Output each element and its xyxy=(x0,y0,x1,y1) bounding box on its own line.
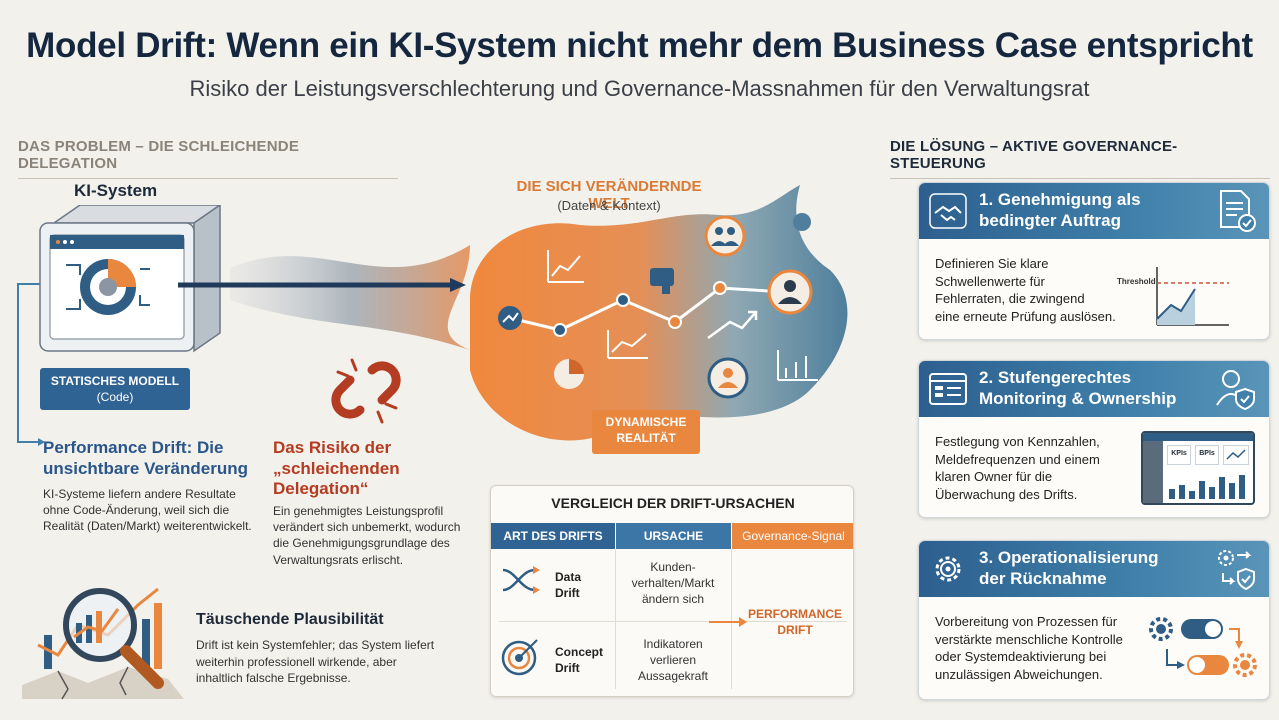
solution-card-monitoring: 2. Stufengerechtes Monitoring & Ownershi… xyxy=(918,360,1270,518)
dynamic-reality-badge: DYNAMISCHE REALITÄT xyxy=(592,410,700,454)
people-icon xyxy=(704,215,746,257)
performance-drift-signal: PERFORMANCE DRIFT xyxy=(747,607,842,638)
world-subtitle: (Daten & Kontext) xyxy=(557,198,661,213)
bar-chart-icon xyxy=(547,250,584,283)
static-model-line2: (Code) xyxy=(96,389,134,404)
trend-arrow-icon xyxy=(707,310,758,340)
threshold-label: Threshold xyxy=(1117,277,1156,286)
gear-icon xyxy=(935,556,961,582)
column-divider xyxy=(731,549,732,689)
header-cause: URSACHE xyxy=(615,523,731,549)
performance-drift-title: Performance Drift: Die unsichtbare Verän… xyxy=(43,438,248,479)
card-title-line1: 1. Genehmigung als xyxy=(979,190,1141,209)
dashboard-topbar xyxy=(1143,433,1253,441)
dashboard-icon xyxy=(929,373,967,405)
dashboard-sidebar xyxy=(1143,441,1163,503)
threshold-chart xyxy=(1156,267,1229,326)
risk-text: Ein genehmigtes Leistungsprofil veränder… xyxy=(273,504,461,567)
ki-system-label: KI-System xyxy=(74,181,158,200)
thumbs-down-icon xyxy=(650,268,674,294)
problem-section-title: DAS PROBLEM – DIE SCHLEICHENDE DELEGATIO… xyxy=(18,138,398,179)
world-node xyxy=(553,323,567,337)
card-title-line2: bedingter Auftrag xyxy=(979,210,1121,230)
header-governance-signal: Governance-Signal xyxy=(731,523,853,549)
bar-chart-icon xyxy=(1169,475,1245,499)
user-icon xyxy=(767,269,813,315)
solution-card-approval: 1. Genehmigung als bedingter Auftrag Def… xyxy=(918,182,1270,340)
toggle-process-icon xyxy=(1149,617,1257,677)
static-model-badge: STATISCHES MODELL (Code) xyxy=(40,368,190,410)
performance-drift-text: KI-Systeme liefern andere Resultate ohne… xyxy=(43,487,252,534)
world-dot xyxy=(793,213,811,231)
header-drift-type: ART DES DRIFTS xyxy=(491,523,615,549)
risk-title: Das Risiko der „schleichenden Delegation… xyxy=(273,438,400,499)
card-text: Festlegung von Kennzahlen, Meldefrequenz… xyxy=(935,434,1100,502)
comparison-table: VERGLEICH DER DRIFT-URSACHEN ART DES DRI… xyxy=(490,485,854,697)
card-title-line2: Monitoring & Ownership xyxy=(979,388,1177,408)
user-icon xyxy=(707,357,749,399)
trend-up-icon xyxy=(498,306,522,330)
card-text: Definieren Sie klare Schwellenwerte für … xyxy=(935,256,1116,324)
data-drift-label: Data Drift xyxy=(555,570,582,601)
bar-chart-icon xyxy=(607,330,648,359)
world-node xyxy=(713,281,727,295)
data-drift-cause: Kunden- verhalten/Markt ändern sich xyxy=(631,560,715,607)
trend-tile xyxy=(1223,445,1249,465)
data-stream xyxy=(230,245,470,350)
pie-chart-icon xyxy=(554,359,584,389)
concept-drift-cause: Indikatoren verlieren Aussagekraft xyxy=(637,637,709,684)
plausibility-title: Täuschende Plausibilität xyxy=(196,611,384,628)
column-divider xyxy=(615,549,616,689)
broken-chain-icon xyxy=(331,358,401,424)
card-header: 2. Stufengerechtes Monitoring & Ownershi… xyxy=(919,361,1269,417)
plausibility-text: Drift ist kein Systemfehler; das System … xyxy=(196,638,435,686)
page-subtitle: Risiko der Leistungsverschlechterung und… xyxy=(189,76,1090,101)
target-icon xyxy=(501,639,538,676)
world-title: DIE SICH VERÄNDERNDE WELT xyxy=(516,178,702,212)
card-title-line1: 3. Operationalisierung xyxy=(979,548,1159,567)
static-model-line1: STATISCHES MODELL xyxy=(50,374,180,388)
gear-shield-icon xyxy=(1218,550,1255,591)
card-title-line1: 2. Stufengerechtes xyxy=(979,368,1132,387)
drift-arrow xyxy=(178,278,466,292)
concept-drift-label: Concept Drift xyxy=(555,645,603,676)
card-text: Vorbereitung von Prozessen für verstärkt… xyxy=(935,614,1123,682)
row-divider xyxy=(499,621,847,622)
dynamic-reality-line2: REALITÄT xyxy=(616,430,676,445)
bpi-tile: BPIs xyxy=(1195,445,1219,465)
gear-icon xyxy=(1149,617,1173,641)
world-node xyxy=(668,315,682,329)
user-shield-icon xyxy=(1216,370,1255,411)
page-title: Model Drift: Wenn ein KI-System nicht me… xyxy=(26,26,1253,65)
card-header: 1. Genehmigung als bedingter Auftrag xyxy=(919,183,1269,239)
comparison-title: VERGLEICH DER DRIFT-URSACHEN xyxy=(551,495,795,511)
shuffle-icon xyxy=(502,566,540,594)
ki-system-icon xyxy=(39,205,222,353)
world-trend-line xyxy=(509,286,786,332)
magnifier-icon xyxy=(22,587,184,700)
mini-dashboard: KPIs BPIs xyxy=(1141,431,1255,505)
handshake-icon xyxy=(929,193,967,229)
solution-card-rollback: 3. Operationalisierung der Rücknahme Vor… xyxy=(918,540,1270,700)
gear-icon xyxy=(1233,653,1257,677)
arrow-icon xyxy=(709,617,747,627)
document-check-icon xyxy=(1220,190,1256,232)
connector-line xyxy=(17,283,45,446)
bar-chart-icon xyxy=(777,350,818,381)
card-header: 3. Operationalisierung der Rücknahme xyxy=(919,541,1269,597)
card-title-line2: der Rücknahme xyxy=(979,568,1107,588)
world-node xyxy=(616,293,630,307)
kpi-tile: KPIs xyxy=(1167,445,1191,465)
dynamic-reality-line1: DYNAMISCHE xyxy=(605,415,687,429)
solution-section-title: DIE LÖSUNG – AKTIVE GOVERNANCE-STEUERUNG xyxy=(890,138,1270,179)
